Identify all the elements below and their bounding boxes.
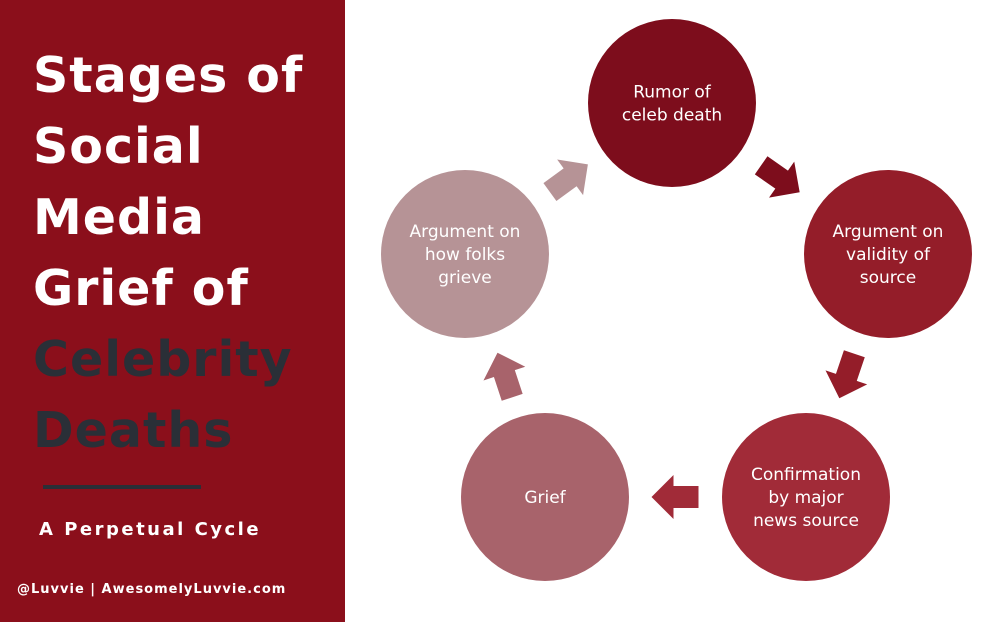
stage-label: validity of — [846, 245, 931, 265]
title-line: Stages of — [33, 47, 304, 104]
title-line: Media — [33, 189, 205, 246]
stage-label: source — [860, 268, 916, 288]
title-emphasis-line: Celebrity — [33, 331, 293, 388]
stage-label: celeb death — [622, 106, 722, 126]
stage-label: Confirmation — [751, 465, 861, 485]
title-emphasis-line: Deaths — [33, 402, 234, 459]
stage-label: Rumor of — [633, 83, 712, 103]
stage-node — [588, 19, 756, 187]
stage-node — [804, 170, 972, 338]
cycle-arrow — [543, 159, 588, 201]
stage-node — [461, 413, 629, 581]
page-title: Stages of Social Media Grief of Celebrit… — [33, 40, 303, 466]
cycle-arrow — [825, 350, 868, 399]
cycle-arrows — [483, 156, 868, 519]
stage-label: Argument on — [833, 222, 944, 242]
subtitle: A Perpetual Cycle — [39, 519, 262, 540]
cycle-arrow — [651, 475, 699, 519]
stage-node — [722, 413, 890, 581]
stage-label: Argument on — [410, 222, 521, 242]
stage-label: Grief — [524, 488, 566, 508]
stage-label: how folks — [425, 245, 505, 265]
stage-label: by major — [768, 488, 843, 508]
stage-node — [381, 170, 549, 338]
title-line: Grief of — [33, 260, 249, 317]
cycle-arrow — [754, 156, 800, 198]
credit-line: @Luvvie | AwesomelyLuvvie.com — [17, 582, 287, 597]
divider — [43, 485, 201, 489]
stage-label: news source — [753, 511, 859, 531]
title-line: Social — [33, 118, 204, 175]
cycle-arrow — [483, 352, 526, 401]
stage-label: grieve — [438, 268, 491, 288]
title-panel: Stages of Social Media Grief of Celebrit… — [0, 0, 345, 622]
